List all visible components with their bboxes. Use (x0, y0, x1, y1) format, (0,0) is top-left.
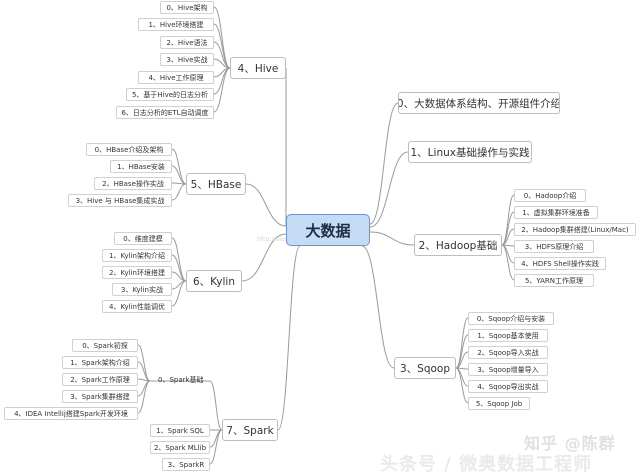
spark-basics-leaf[interactable]: 1、Spark架构介绍 (62, 356, 138, 369)
sqoop-leaf[interactable]: 1、Sqoop基本使用 (468, 329, 548, 342)
zhihu-watermark: 知乎 @陈群 (524, 434, 616, 453)
kylin-leaf[interactable]: 1、Kylin架构介绍 (102, 249, 172, 262)
branch-sqoop[interactable]: 3、Sqoop (394, 357, 456, 379)
hadoop-leaf[interactable]: 3、HDFS原理介绍 (514, 240, 594, 253)
center-node[interactable]: 大数据 (286, 214, 370, 246)
kylin-leaf[interactable]: 0、维度建模 (114, 232, 172, 245)
hadoop-leaf[interactable]: 1、虚拟集群环境准备 (514, 206, 598, 219)
hadoop-leaf[interactable]: 2、Hadoop集群搭建(Linux/Mac) (514, 223, 636, 236)
sqoop-leaf[interactable]: 0、Sqoop介绍与安装 (468, 312, 554, 325)
hbase-leaf[interactable]: 3、Hive 与 HBase集成实战 (68, 194, 172, 207)
connector-line (171, 183, 187, 201)
branch-intro[interactable]: 0、大数据体系结构、开源组件介绍 (398, 92, 560, 114)
connector-line (361, 245, 395, 369)
sqoop-leaf[interactable]: 4、Sqoop导出实战 (468, 380, 548, 393)
connector-line (209, 429, 223, 465)
branch-hbase[interactable]: 5、HBase (186, 173, 246, 195)
spark-basics-leaf[interactable]: 4、IDEA Intellij搭建Spark开发环境 (4, 407, 138, 420)
kylin-leaf[interactable]: 2、Kylin环境搭建 (102, 266, 172, 279)
connector-line (369, 102, 399, 225)
connector-line (209, 380, 223, 431)
connector-line (213, 6, 231, 69)
hbase-leaf[interactable]: 2、HBase操作实战 (94, 177, 172, 190)
hive-leaf[interactable]: 0、Hive架构 (160, 1, 214, 14)
connector-line (171, 280, 187, 307)
spark-basics-leaf[interactable]: 0、Spark初探 (72, 339, 138, 352)
hive-leaf[interactable]: 5、基于Hive的日志分析 (126, 88, 214, 101)
hbase-leaf[interactable]: 1、HBase安装 (110, 160, 172, 173)
connector-line (213, 23, 231, 69)
branch-hadoop[interactable]: 2、Hadoop基础 (414, 234, 502, 256)
kylin-leaf[interactable]: 4、Kylin性能调优 (102, 300, 172, 313)
hbase-leaf[interactable]: 0、HBase介绍及架构 (86, 143, 172, 156)
hadoop-leaf[interactable]: 4、HDFS Shell操作实践 (514, 257, 606, 270)
connector-line (171, 254, 187, 282)
connector-line (369, 231, 415, 246)
connector-line (501, 244, 515, 281)
sqoop-leaf[interactable]: 3、Sqoop增量导入 (468, 363, 548, 376)
spark-basics-leaf[interactable]: 2、Spark工作原理 (62, 373, 138, 386)
hive-leaf[interactable]: 1、Hive环境搭建 (138, 18, 214, 31)
hive-leaf[interactable]: 3、Hive实战 (160, 53, 214, 66)
toutiao-watermark: 头条号 / 微奥数据工程师 (380, 454, 593, 475)
spark-leaf[interactable]: 3、SparkR (162, 458, 210, 471)
spark-leaf[interactable]: 1、Spark SQL (150, 424, 210, 437)
hive-leaf[interactable]: 2、Hive语法 (160, 36, 214, 49)
connector-line (241, 233, 287, 282)
branch-spark[interactable]: 7、Spark (222, 419, 278, 441)
hadoop-leaf[interactable]: 0、Hadoop介绍 (514, 189, 586, 202)
hadoop-leaf[interactable]: 5、YARN工作原理 (514, 274, 594, 287)
connector-line (245, 183, 287, 227)
connector-line (171, 237, 187, 282)
spark-basics-label[interactable]: 0、Spark基础 (158, 376, 204, 384)
connector-line (137, 380, 151, 414)
connector-line (455, 367, 469, 404)
branch-kylin[interactable]: 6、Kylin (186, 270, 242, 292)
hive-leaf[interactable]: 6、日志分析的ETL自动调度 (116, 106, 214, 119)
hive-leaf[interactable]: 4、Hive工作原理 (138, 71, 214, 84)
spark-basics-leaf[interactable]: 3、Spark集群搭建 (62, 390, 138, 403)
connector-line (369, 151, 409, 228)
branch-linux[interactable]: 1、Linux基础操作与实践 (408, 141, 532, 163)
sqoop-leaf[interactable]: 5、Sqoop Job (468, 397, 530, 410)
kylin-leaf[interactable]: 3、Kylin实战 (112, 283, 172, 296)
spark-leaf[interactable]: 2、Spark MLlib (150, 441, 210, 454)
connector-line (277, 245, 301, 431)
branch-hive[interactable]: 4、Hive (230, 57, 286, 79)
connector-line (213, 67, 231, 113)
connector-line (213, 41, 231, 69)
sqoop-leaf[interactable]: 2、Sqoop导入实战 (468, 346, 548, 359)
